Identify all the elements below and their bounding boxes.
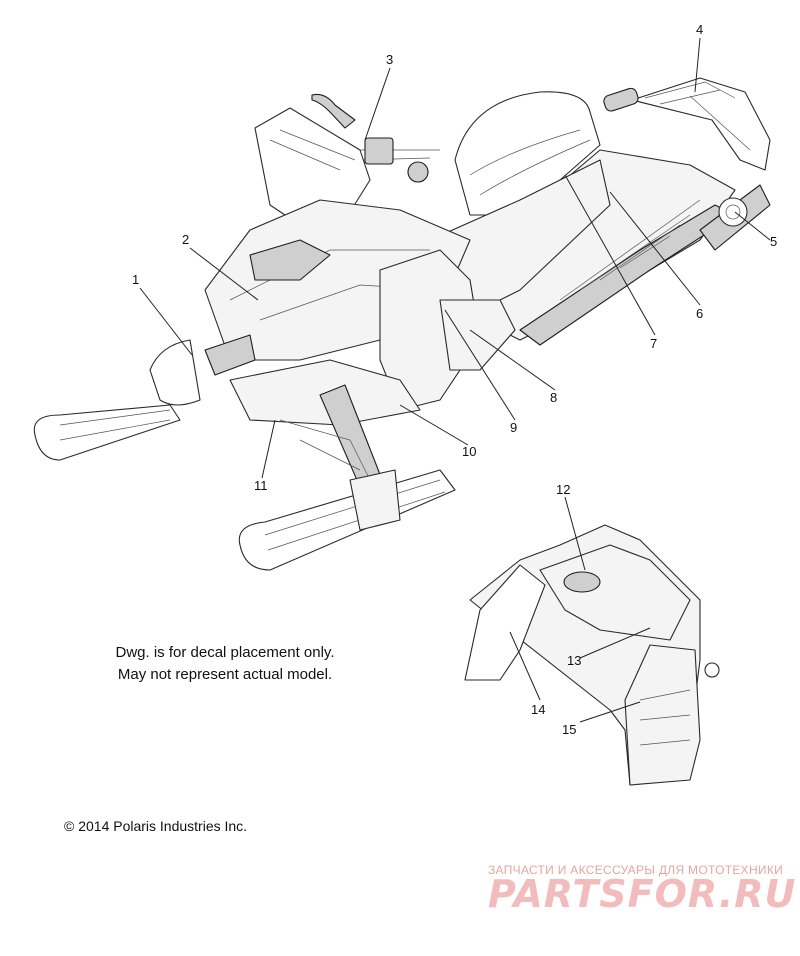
callout-4: 4 xyxy=(696,22,703,37)
callout-1: 1 xyxy=(132,272,139,287)
copyright-text: © 2014 Polaris Industries Inc. xyxy=(64,818,248,834)
callout-11: 11 xyxy=(254,478,268,493)
callout-9: 9 xyxy=(510,420,517,435)
placement-note-line-2: May not represent actual model. xyxy=(117,666,333,683)
callout-3: 3 xyxy=(386,52,393,67)
watermark-tagline: ЗАПЧАСТИ И АКСЕССУАРЫ ДЛЯ МОТОТЕХНИКИ xyxy=(488,863,784,877)
callout-7: 7 xyxy=(650,336,657,351)
placement-note: Dwg. is for decal placement only. May no… xyxy=(60,642,390,686)
side-panel-detail xyxy=(464,524,720,786)
callout-6: 6 xyxy=(696,306,703,321)
callout-14: 14 xyxy=(531,702,545,717)
callout-15: 15 xyxy=(562,722,576,737)
callout-5: 5 xyxy=(770,234,777,249)
watermark-brand: PARTSFOR.RU xyxy=(488,872,797,916)
callout-8: 8 xyxy=(550,390,557,405)
placement-note-line-1: Dwg. is for decal placement only. xyxy=(115,644,335,661)
callout-13: 13 xyxy=(567,653,581,668)
callout-12: 12 xyxy=(556,482,570,497)
snowmobile-illustration xyxy=(33,77,771,571)
leader-lines xyxy=(139,37,771,723)
callout-numbers: 1 2 3 4 5 6 7 8 9 10 11 12 13 14 15 xyxy=(132,22,777,737)
callout-10: 10 xyxy=(462,444,476,459)
callout-2: 2 xyxy=(182,232,189,247)
